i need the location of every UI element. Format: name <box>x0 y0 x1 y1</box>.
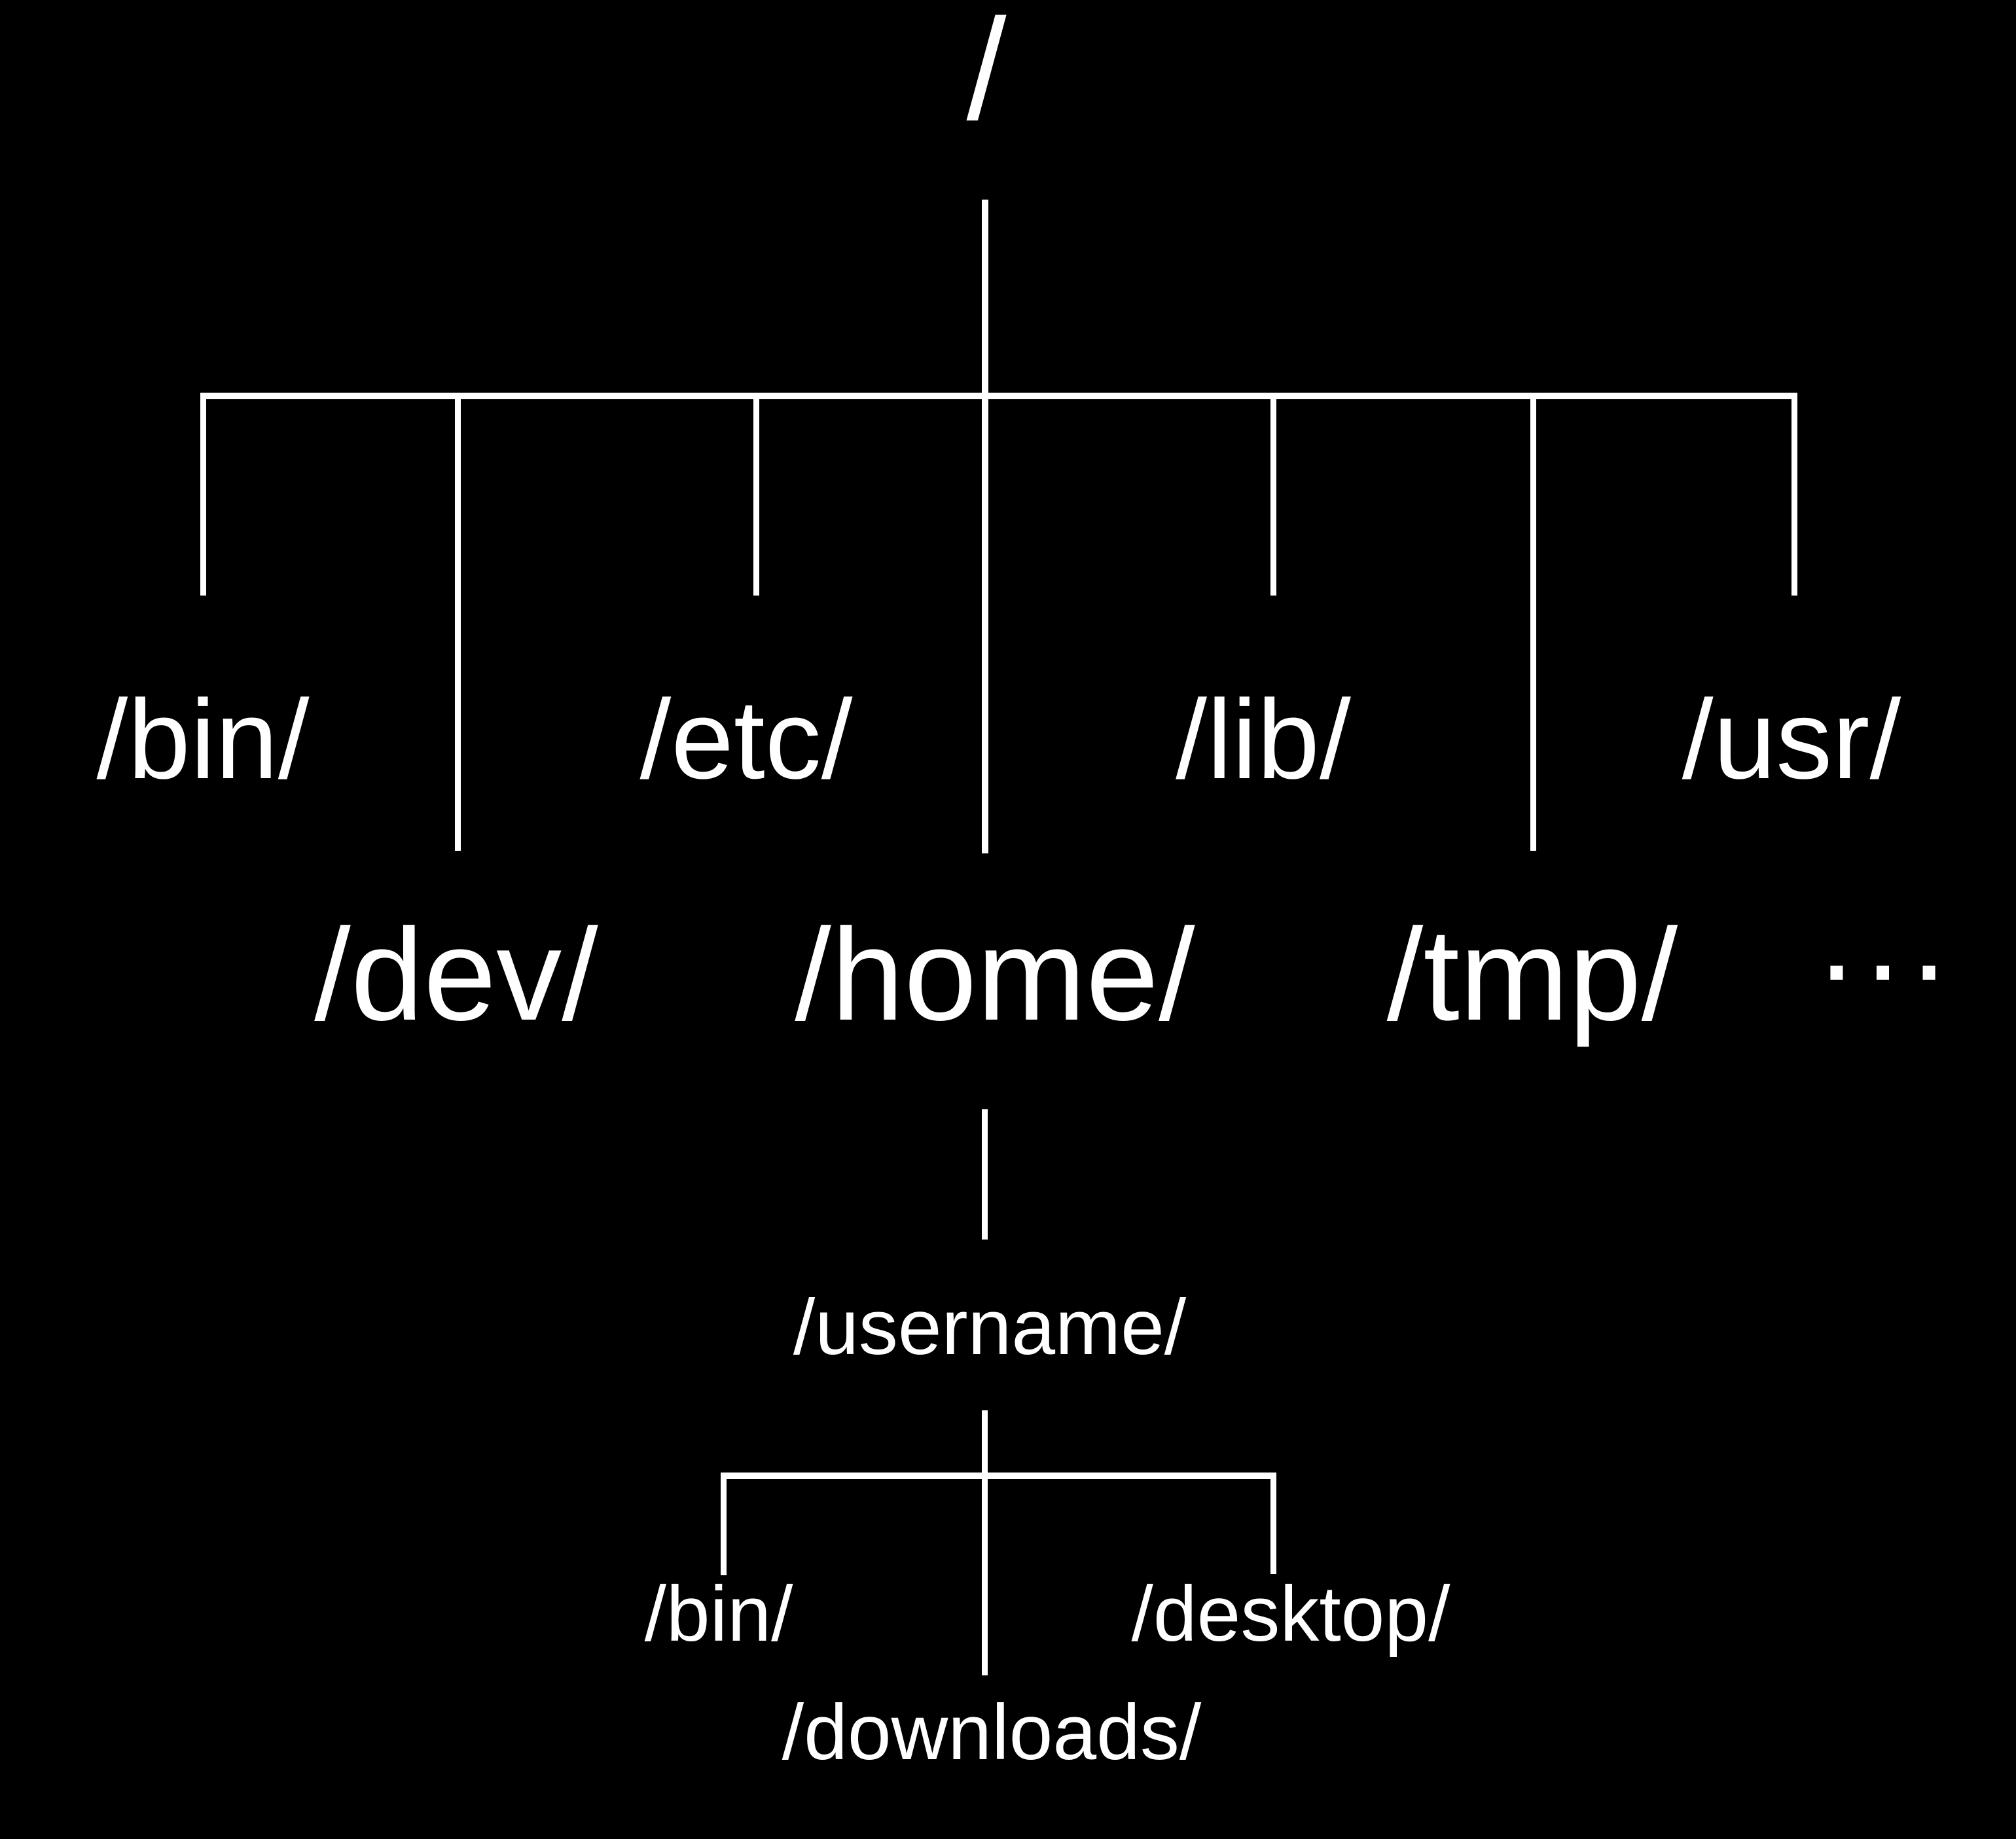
edge-drop-lib <box>1270 393 1276 596</box>
edge-drop-dev <box>455 393 461 851</box>
node-user-downloads-label: /downloads/ <box>782 1688 1202 1776</box>
node-username-label: /username/ <box>793 1283 1187 1371</box>
node-usr-label: /usr/ <box>1682 677 1901 802</box>
node-bin-label: /bin/ <box>96 677 310 802</box>
edge-drop-user-desktop <box>1270 1473 1276 1574</box>
node-lib-label: /lib/ <box>1176 677 1351 802</box>
edge-drop-bin <box>200 393 206 596</box>
edge-username-trunk <box>982 1410 988 1675</box>
edge-drop-user-bin <box>721 1473 727 1575</box>
node-tmp-label: /tmp/ <box>1386 902 1678 1048</box>
edge-level1-bar <box>200 393 1797 399</box>
node-user-desktop-label: /desktop/ <box>1131 1570 1450 1658</box>
edge-home-username <box>982 1109 988 1240</box>
edge-drop-usr <box>1791 393 1797 596</box>
edge-drop-etc <box>753 393 759 596</box>
node-root-label: / <box>966 0 1007 150</box>
node-dev-label: /dev/ <box>314 902 598 1048</box>
node-user-bin-label: /bin/ <box>644 1570 793 1658</box>
edge-drop-tmp <box>1530 393 1536 851</box>
node-etc-label: /etc/ <box>639 677 853 802</box>
edge-root-trunk <box>982 200 988 853</box>
node-ellipsis-label: ... <box>1818 862 1957 1008</box>
edge-level2-bar <box>722 1473 1276 1479</box>
node-home-label: /home/ <box>795 902 1195 1048</box>
